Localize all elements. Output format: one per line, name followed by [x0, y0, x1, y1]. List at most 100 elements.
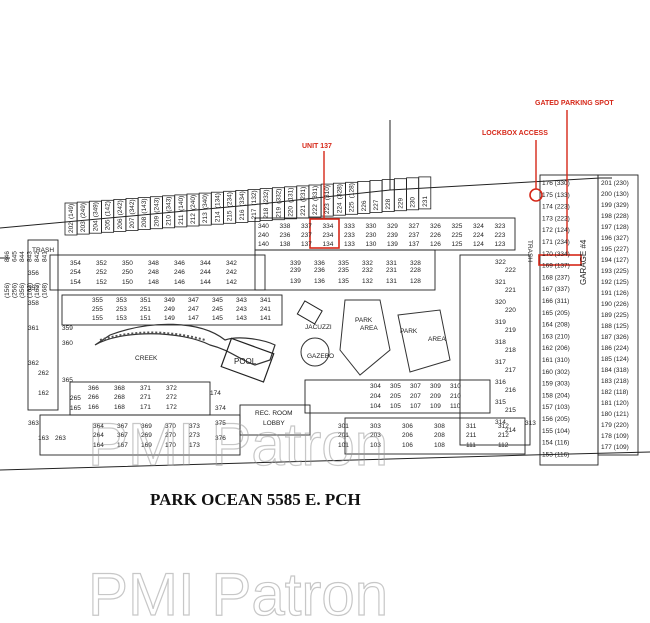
garage-space-label: 183 (218): [601, 378, 629, 385]
carport-assignment: (332): [275, 189, 282, 204]
unit-number: 237: [409, 232, 420, 239]
garage-space-label: 195 (227): [601, 246, 629, 253]
unit-number: 264: [93, 432, 104, 439]
carport-assignment: (328): [336, 184, 343, 199]
unit-number: 224: [473, 232, 484, 239]
garage-space-label: 158 (204): [542, 392, 570, 399]
carport-number: 841: [42, 251, 49, 262]
buildings: [27, 174, 639, 466]
carport-number: 211: [178, 214, 185, 225]
carport-assignment: (156): [4, 283, 11, 298]
unit-number: 105: [390, 403, 401, 410]
unit-number: 376: [215, 435, 226, 442]
unit-number: 327: [409, 223, 420, 230]
carport-assignment: (331): [312, 186, 319, 201]
unit-number: 325: [452, 223, 463, 230]
unit-number: 152: [96, 279, 107, 286]
carport-number: 206: [117, 218, 124, 229]
unit-number: 123: [495, 241, 506, 248]
unit-number: 342: [226, 260, 237, 267]
carport-number: 228: [385, 198, 392, 209]
unit-number: 210: [450, 393, 461, 400]
garage-space-label: 181 (120): [601, 400, 629, 407]
garage-space-label: 161 (310): [542, 357, 570, 364]
garage-space-label: 196 (327): [601, 235, 629, 242]
carport-number: 204: [92, 220, 99, 231]
carport-assignment: (343): [166, 197, 173, 212]
unit-number: 344: [200, 260, 211, 267]
unit-number: 245: [212, 306, 223, 313]
unit-number: 108: [434, 442, 445, 449]
unit-number: 140: [258, 241, 269, 248]
unit-number: 230: [366, 232, 377, 239]
unit-number: 323: [495, 223, 506, 230]
unit-number: 303: [370, 423, 381, 430]
unit-number: 139: [290, 278, 301, 285]
garage-space-label: 169 (137): [542, 263, 570, 270]
carport-number: 229: [397, 197, 404, 208]
park-area-2: [397, 309, 451, 373]
garage-space-label: 190 (226): [601, 301, 629, 308]
unit-number: 214: [505, 427, 516, 434]
lockbox-access-label: LOCKBOX ACCESS: [482, 130, 548, 137]
unit-number: 316: [495, 379, 506, 386]
garage-space-label: 154 (116): [542, 440, 569, 447]
jacuzzi: [296, 300, 323, 325]
garage-space-label: 191 (126): [601, 290, 629, 297]
carport-number: 226: [361, 200, 368, 211]
garage-space-label: 189 (225): [601, 312, 629, 319]
unit-number: 366: [88, 385, 99, 392]
trash-label-left: TRASH: [32, 247, 54, 254]
unit-number: 249: [164, 306, 175, 313]
unit-number: 345: [212, 297, 223, 304]
unit-number: 335: [338, 260, 349, 267]
carport-number: 216: [239, 209, 246, 220]
unit-number: 375: [215, 420, 226, 427]
garage-label: GARAGE #4: [579, 239, 588, 285]
carport-number: 210: [166, 215, 173, 226]
unit-number: 110: [450, 403, 461, 410]
unit-number: 219: [505, 327, 516, 334]
garage-space-label: 165 (205): [542, 310, 570, 317]
unit-number: 341: [260, 297, 271, 304]
park-area-1-label-b: AREA: [360, 325, 378, 332]
garage-space-label: 192 (125): [601, 279, 629, 286]
park-area-1-label-a: PARK: [355, 317, 373, 324]
unit-number: 169: [141, 442, 152, 449]
unit-number: 233: [344, 232, 355, 239]
garage-space-label: 155 (104): [542, 428, 570, 435]
unit-number: 304: [370, 383, 381, 390]
garage-space-label: 194 (127): [601, 257, 629, 264]
carport-number: 220: [288, 206, 295, 217]
unit-number: 231: [386, 267, 397, 274]
unit-number: 139: [387, 241, 398, 248]
unit-number: 162: [38, 390, 49, 397]
unit-number: 270: [165, 432, 176, 439]
unit-number: 208: [434, 432, 445, 439]
carport-space: [418, 176, 432, 210]
unit-number: 146: [174, 279, 185, 286]
unit-number: 331: [386, 260, 397, 267]
garage-space-label: 180 (121): [601, 411, 629, 418]
unit-number: 167: [117, 442, 128, 449]
unit-number: 272: [166, 394, 177, 401]
garage-space-label: 170 (334): [542, 251, 570, 258]
pool-label: POOL: [234, 357, 257, 366]
carport-assignment: (349): [92, 202, 99, 217]
unit-number: 351: [140, 297, 151, 304]
garage-space-label: 164 (208): [542, 322, 570, 329]
garage-space-label: 182 (118): [601, 389, 628, 396]
carport-number: 224: [336, 202, 343, 213]
unit-number: 204: [370, 393, 381, 400]
garage-space-label: 197 (128): [601, 224, 629, 231]
unit-number: 358: [28, 300, 39, 307]
carport-assignment: (234): [227, 192, 234, 207]
unit-number: 226: [430, 232, 441, 239]
unit-number: 255: [92, 306, 103, 313]
garage-space-label: 153 (116): [542, 451, 569, 458]
garage-space-label: 171 (234): [542, 239, 570, 246]
carport-number: 223: [324, 203, 331, 214]
carport-assignment: (356): [19, 283, 26, 298]
unit-number: 364: [93, 423, 104, 430]
